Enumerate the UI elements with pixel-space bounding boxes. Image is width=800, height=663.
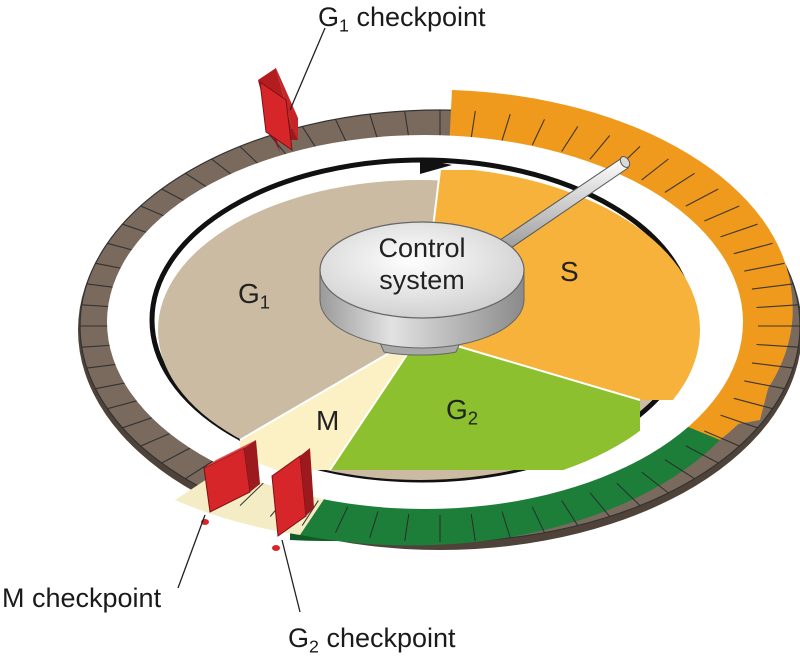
ring-tick <box>685 188 719 207</box>
phase-m-wedge <box>240 335 420 470</box>
ring-tick <box>589 492 611 517</box>
g2-checkpoint-flag-icon <box>271 448 314 613</box>
control-system-label: Control system <box>365 232 479 297</box>
ring-tick <box>720 414 758 429</box>
ring-tick <box>239 482 264 506</box>
ring-tick <box>404 514 410 542</box>
ring-tick <box>704 430 740 447</box>
ring-tick <box>751 283 794 290</box>
ring-tick <box>641 158 669 181</box>
ring-tick <box>369 114 379 141</box>
m-checkpoint-flag-icon <box>177 440 260 589</box>
ring-tick <box>641 471 669 494</box>
control-knob-icon <box>319 221 525 356</box>
ring-tick <box>720 223 758 238</box>
ring-tick <box>616 482 641 506</box>
ring-tick <box>561 126 579 152</box>
ring-tick <box>470 514 476 542</box>
control-system-line-1: Control <box>378 233 466 263</box>
ring-tick <box>301 500 319 526</box>
g2-checkpoint-label: G2 checkpoint <box>288 623 456 657</box>
ring-tick <box>185 459 216 480</box>
control-system-line-2: system <box>379 265 465 296</box>
ring-tick <box>744 262 785 272</box>
ring-tick <box>685 445 719 464</box>
ring-tick <box>664 172 695 193</box>
phase-s-wedge <box>420 170 700 400</box>
ring-tick <box>664 459 695 480</box>
phase-g2-label: G2 <box>446 394 479 429</box>
ring-tick <box>404 110 410 138</box>
ring-tick <box>589 135 611 160</box>
ring-tick <box>733 242 773 255</box>
ring-tick <box>335 506 349 533</box>
m-checkpoint-label: M checkpoint <box>2 583 162 613</box>
phase-m-label: M <box>316 405 340 436</box>
ring-tick <box>744 380 785 390</box>
ring-tick <box>501 114 511 141</box>
ring-tick <box>501 511 511 538</box>
ring-tick <box>470 110 476 138</box>
g1-checkpoint-label: G1 checkpoint <box>318 2 486 36</box>
ring-tick <box>561 500 579 526</box>
ring-tick <box>335 119 349 146</box>
g1-checkpoint-flag-icon <box>258 27 326 152</box>
ring-tick <box>751 362 794 369</box>
ring-tick <box>756 343 799 348</box>
ring-tick <box>161 445 195 464</box>
ring-tick <box>704 205 740 222</box>
ring-tick <box>733 397 773 410</box>
ring-tick <box>369 511 379 538</box>
ring-tick <box>756 304 799 309</box>
phase-g2-wedge <box>330 335 640 470</box>
ring-tick <box>531 119 545 146</box>
ring-tick <box>531 506 545 533</box>
phase-s-label: S <box>560 256 579 287</box>
phase-g1-label: G1 <box>238 278 271 313</box>
